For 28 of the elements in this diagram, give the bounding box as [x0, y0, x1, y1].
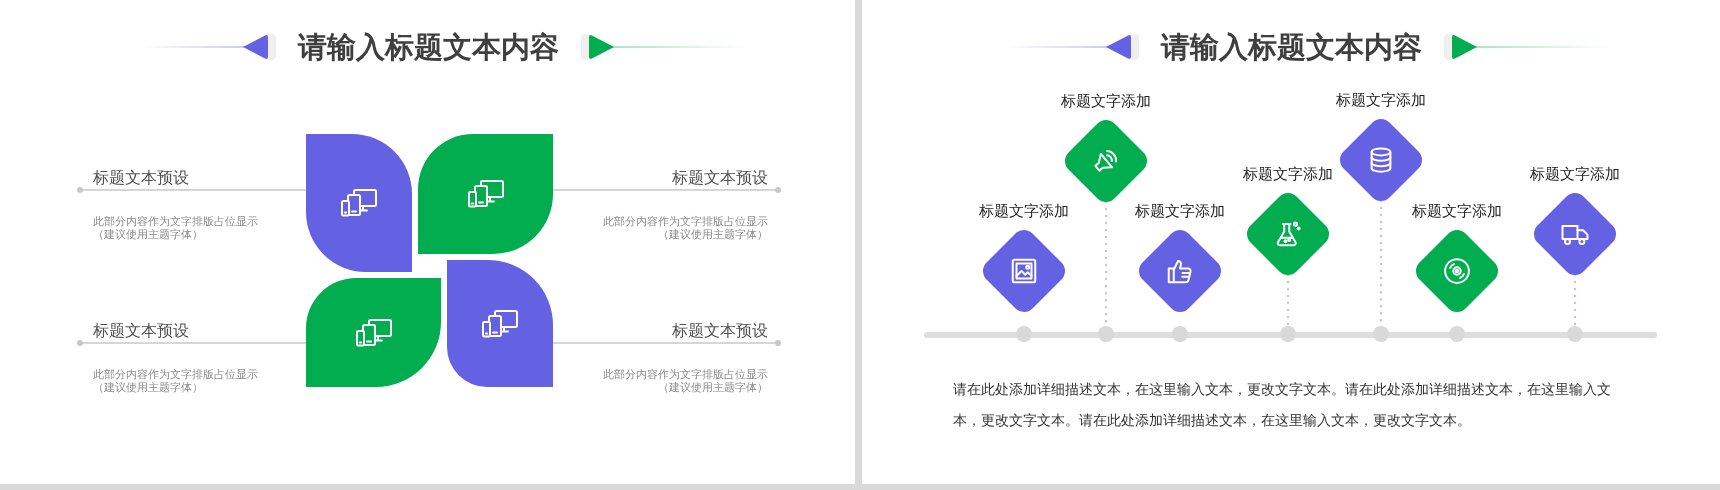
description-text: 此部分内容作为文字排版占位显示（建议使用主题字体） [93, 216, 259, 241]
leaf-shape [306, 134, 412, 272]
leader-line [552, 186, 782, 194]
description-text: 此部分内容作为文字排版占位显示（建议使用主题字体） [93, 369, 259, 394]
description-text: 此部分内容作为文字排版占位显示（建议使用主题字体） [602, 369, 768, 394]
section-heading: 标题文本预设 [672, 321, 768, 341]
dotted-connector [1286, 273, 1290, 328]
leader-line [552, 339, 782, 347]
leaf-shape [306, 278, 441, 387]
item-title: 标题文字添加 [1530, 165, 1620, 184]
item-title: 标题文字添加 [1061, 92, 1151, 111]
section-heading: 标题文本预设 [93, 168, 189, 188]
section-heading: 标题文本预设 [93, 321, 189, 341]
leaf-shape [418, 134, 553, 254]
dotted-connector [1573, 273, 1577, 328]
slide-title: 请输入标题文本内容 [1160, 30, 1422, 64]
item-title: 标题文字添加 [979, 202, 1069, 221]
item-title: 标题文字添加 [1412, 202, 1502, 221]
slide-title: 请输入标题文本内容 [297, 30, 559, 64]
description-paragraph: 请在此处添加详细描述文本，在这里输入文本，更改文字文本。请在此处添加详细描述文本，在这里输入文本，更改文字文本。请在此处添加详细描述文本，在这里输入文本，更改文字文本。 [953, 380, 1612, 430]
description-text: 此部分内容作为文字排版占位显示（建议使用主题字体） [602, 216, 768, 241]
section-heading: 标题文本预设 [672, 168, 768, 188]
leaf-shape [447, 260, 553, 387]
item-title: 标题文字添加 [1243, 165, 1333, 184]
item-title: 标题文字添加 [1135, 202, 1225, 221]
item-title: 标题文字添加 [1336, 91, 1426, 110]
leader-line [76, 339, 307, 347]
leader-line [76, 186, 307, 194]
